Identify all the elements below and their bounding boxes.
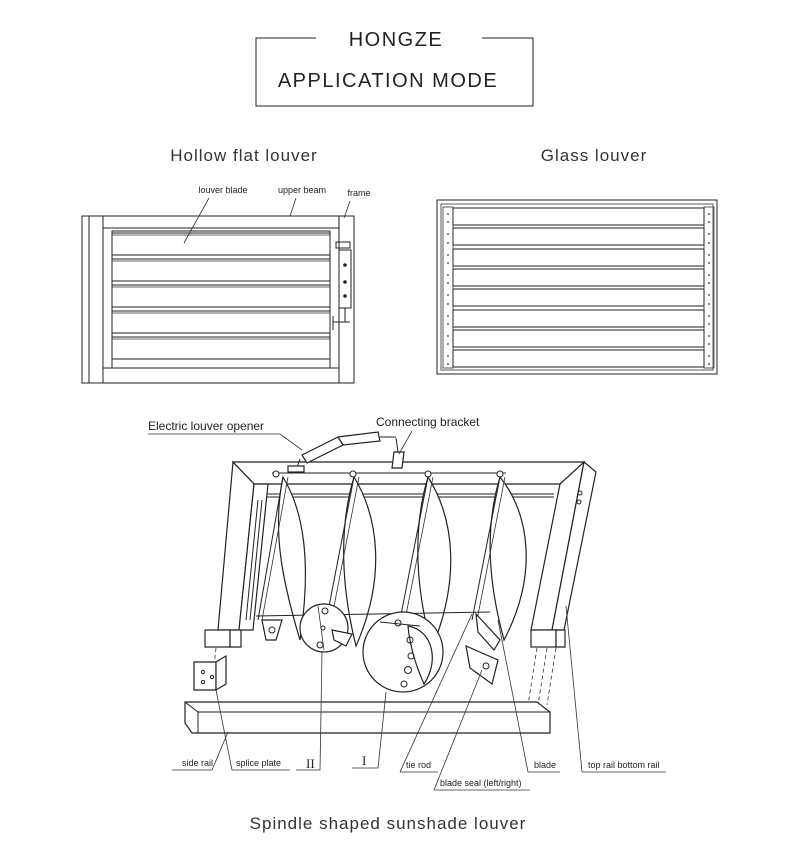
glass-panes bbox=[452, 207, 705, 368]
page-subtitle: APPLICATION MODE bbox=[278, 70, 498, 92]
label-splice-plate: splice plate bbox=[236, 758, 281, 768]
detail-circle-2 bbox=[299, 603, 353, 653]
connecting-bracket bbox=[391, 437, 405, 469]
right-post bbox=[530, 460, 597, 648]
detail-circle-1 bbox=[362, 611, 444, 693]
brand-title: HONGZE bbox=[349, 29, 444, 51]
spindle-labels: Electric louver opener Connecting bracke… bbox=[148, 415, 666, 791]
label-upper-beam: upper beam bbox=[278, 185, 326, 195]
bottom-pivots bbox=[261, 612, 501, 686]
hollow-louver-drawing: louver blade upper beam frame bbox=[81, 185, 371, 384]
left-post bbox=[204, 460, 269, 648]
splice-plate bbox=[193, 654, 227, 692]
label-detail-2: II bbox=[306, 756, 315, 771]
glass-louver-drawing bbox=[436, 199, 718, 375]
label-detail-1: I bbox=[362, 753, 366, 768]
label-blade-seal: blade seal (left/right) bbox=[440, 778, 522, 788]
actuator bbox=[332, 241, 352, 330]
spindle-louver-drawing bbox=[184, 431, 597, 734]
label-electric-opener: Electric louver opener bbox=[148, 419, 264, 433]
spindle-louver-title: Spindle shaped sunshade louver bbox=[250, 814, 527, 833]
glass-louver-title: Glass louver bbox=[541, 146, 647, 165]
label-frame: frame bbox=[347, 188, 370, 198]
header-box: HONGZE APPLICATION MODE bbox=[255, 29, 534, 107]
electric-opener bbox=[287, 431, 396, 473]
spindle-blades bbox=[257, 475, 527, 650]
hollow-louver-blades bbox=[111, 232, 331, 360]
label-side-rail: side rail bbox=[182, 758, 213, 768]
label-connecting-bracket: Connecting bracket bbox=[376, 415, 480, 429]
label-top-rail-bottom-rail: top rail bottom rail bbox=[588, 760, 660, 770]
label-tie-rod: tie rod bbox=[406, 760, 431, 770]
bottom-rail bbox=[184, 701, 551, 734]
label-blade: blade bbox=[534, 760, 556, 770]
glass-clip-dots bbox=[447, 213, 710, 365]
label-louver-blade: louver blade bbox=[198, 185, 247, 195]
hollow-louver-title: Hollow flat louver bbox=[170, 146, 317, 165]
